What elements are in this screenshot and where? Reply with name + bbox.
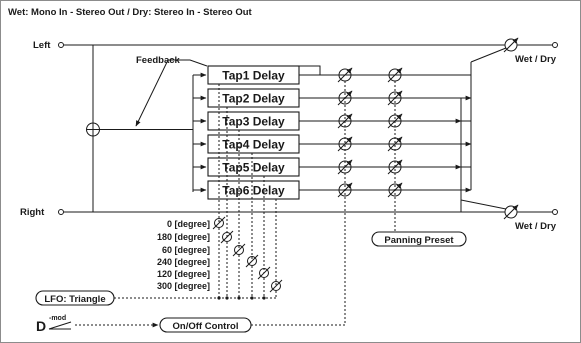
tap4-delay-label: Tap4 Delay	[222, 138, 285, 152]
mixer-sum-icon	[86, 122, 100, 137]
tap1-delay-label: Tap1 Delay	[222, 69, 285, 83]
phase-knob-120-icon	[257, 266, 271, 280]
left-input-jack	[58, 42, 64, 48]
tap2-delay-label: Tap2 Delay	[222, 92, 285, 106]
lfo-bus-node-4	[250, 296, 254, 300]
lfo-bus-node-5	[262, 296, 266, 300]
phase-knob-240-icon	[245, 254, 259, 268]
panning-preset-box	[371, 231, 467, 247]
lfo-bus-node-1	[217, 296, 221, 300]
phase-label-120: 120 [degree]	[157, 269, 210, 279]
tap3-delay-label: Tap3 Delay	[222, 115, 285, 129]
dmod-ramp-icon	[48, 321, 72, 330]
phase-knob-0-icon	[212, 216, 226, 230]
right-input-label: Right	[20, 207, 45, 218]
left-output-jack	[552, 42, 558, 48]
phase-knob-180-icon	[220, 230, 234, 244]
left-input-label: Left	[33, 40, 51, 51]
phase-label-240: 240 [degree]	[157, 257, 210, 267]
phase-label-180: 180 [degree]	[157, 232, 210, 242]
lfo-triangle-label: LFO: Triangle	[44, 294, 105, 305]
left-wet-dry-label: Wet / Dry	[515, 54, 557, 65]
diagram-title: Wet: Mono In - Stereo Out / Dry: Stereo …	[8, 7, 253, 18]
panning-preset-label: Panning Preset	[384, 235, 454, 246]
right-wet-dry-label: Wet / Dry	[515, 221, 557, 232]
phase-knob-60-icon	[232, 243, 246, 257]
phase-label-300: 300 [degree]	[157, 281, 210, 291]
phase-label-0: 0 [degree]	[167, 219, 210, 229]
dmod-superscript: -mod	[49, 315, 66, 322]
phase-knob-300-icon	[269, 279, 283, 293]
lfo-bus-node-3	[237, 296, 241, 300]
onoff-control-label: On/Off Control	[173, 321, 239, 332]
tap6-delay-label: Tap6 Delay	[222, 184, 285, 198]
dmod-letter: D	[36, 318, 46, 334]
left-bus-to-wetdry-line-2	[470, 47, 507, 63]
feedback-label: Feedback	[136, 55, 181, 66]
right-output-jack	[552, 209, 558, 215]
lfo-triangle-box	[35, 290, 115, 306]
lfo-bus-node-2	[225, 296, 229, 300]
right-bus-to-wetdry-line-2	[460, 199, 507, 210]
onoff-to-levels-line	[251, 81, 346, 326]
phase-label-60: 60 [degree]	[162, 245, 210, 255]
right-input-jack	[58, 209, 64, 215]
feedback-arrow	[135, 59, 208, 127]
tap5-delay-label: Tap5 Delay	[222, 161, 285, 175]
